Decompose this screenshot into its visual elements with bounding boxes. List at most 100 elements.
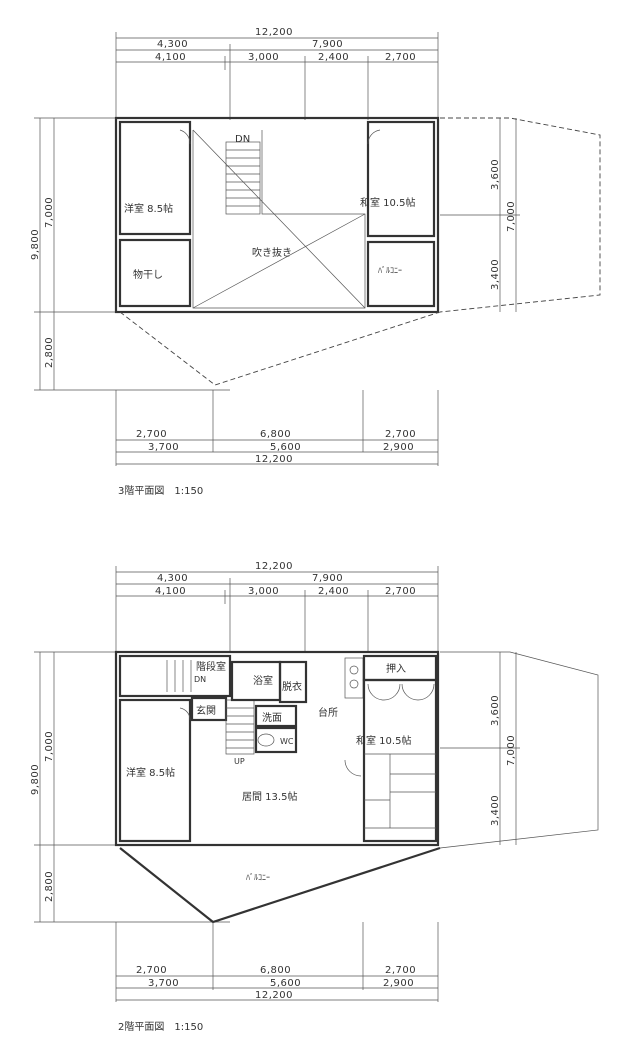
floor3-dim-top-a: 4,300 bbox=[157, 39, 188, 50]
floor3-dim-bottom-a: 2,700 bbox=[136, 429, 167, 440]
floor2-door-arc-kitchen bbox=[344, 759, 362, 777]
floor2-dim-left-outer: 9,800 bbox=[30, 764, 41, 795]
floor2-label-wash: 洗面 bbox=[262, 712, 282, 724]
floor2-dim-top-a: 4,300 bbox=[157, 573, 188, 584]
floor3-label-drying: 物干し bbox=[133, 268, 163, 281]
floor3-left-dimensions: 9,800 7,000 2,800 bbox=[30, 117, 230, 391]
floor2-dim-top-f: 2,700 bbox=[385, 586, 416, 597]
floor2-dim-right-lower: 3,400 bbox=[490, 795, 501, 826]
floor2-kitchen-counter bbox=[344, 657, 364, 699]
floor3-door-arc-left bbox=[179, 129, 191, 145]
floor2-label-western: 洋室 8.5帖 bbox=[126, 766, 175, 779]
floor2-stove-burner-2 bbox=[349, 679, 359, 689]
floor3-stair bbox=[225, 141, 261, 215]
floor2-label-bath: 浴室 bbox=[253, 674, 273, 687]
floor2-top-dimensions: 12,200 4,300 7,900 4,100 3,000 2,400 2,7… bbox=[115, 561, 439, 652]
floor3-balcony-lower-outline bbox=[119, 311, 441, 386]
floor3-dim-left-inner: 7,000 bbox=[44, 197, 55, 228]
floor2-label-dressing: 脱衣 bbox=[282, 680, 302, 693]
floor3-drying-room bbox=[118, 238, 192, 308]
floor2-label-kitchen: 台所 bbox=[318, 706, 338, 719]
floor2-dim-bottom-b: 6,800 bbox=[260, 965, 291, 976]
floor2-tatami-lines bbox=[364, 753, 436, 829]
floor3-outer-wall bbox=[114, 116, 440, 314]
floor2-dim-top-e: 2,400 bbox=[318, 586, 349, 597]
floor3-western-room bbox=[118, 120, 192, 236]
floor3-dim-left-lower: 2,800 bbox=[44, 337, 55, 368]
floor2-dressing bbox=[278, 660, 308, 704]
floor2-label-storage: 階段室 bbox=[196, 660, 226, 673]
floor2-label-dn: DN bbox=[194, 675, 206, 684]
floor3-dim-right-total: 7,000 bbox=[506, 201, 517, 232]
floor2-closet-doors bbox=[367, 683, 435, 701]
floor2-dim-left-lower: 2,800 bbox=[44, 871, 55, 902]
floor3-dim-bottom-total: 12,200 bbox=[255, 454, 293, 465]
floor3-dim-top-d: 3,000 bbox=[248, 52, 279, 63]
floor3-bottom-dimensions: 2,700 6,800 2,700 3,700 5,600 2,900 12,2… bbox=[115, 390, 439, 466]
floor2-plan: 12,200 4,300 7,900 4,100 3,000 2,400 2,7… bbox=[30, 561, 599, 1033]
floor3-dim-bottom-f: 2,900 bbox=[383, 442, 414, 453]
floor2-western-room bbox=[118, 698, 192, 843]
floor2-right-dimensions: 3,600 3,400 7,000 bbox=[440, 652, 520, 845]
floor2-dim-left-inner: 7,000 bbox=[44, 731, 55, 762]
floor2-label-entrance: 玄関 bbox=[196, 704, 216, 717]
floor2-wc bbox=[254, 726, 298, 754]
floor2-dim-bottom-d: 3,700 bbox=[148, 978, 179, 989]
floor2-label-closet: 押入 bbox=[386, 662, 406, 675]
floor3-balcony-right-outline bbox=[439, 117, 601, 313]
floor3-void bbox=[192, 129, 366, 309]
floor3-label-void: 吹き抜き bbox=[252, 246, 292, 259]
floor2-wash bbox=[254, 704, 298, 728]
floor3-dim-bottom-c: 2,700 bbox=[385, 429, 416, 440]
floor3-dim-total-top: 12,200 bbox=[255, 27, 293, 38]
floor3-dim-right-lower: 3,400 bbox=[490, 259, 501, 290]
floor3-dim-bottom-b: 6,800 bbox=[260, 429, 291, 440]
floor3-label-balcony: ﾊﾞﾙｺﾆｰ bbox=[378, 266, 402, 275]
floor3-dim-top-b: 7,900 bbox=[312, 39, 343, 50]
floor2-left-dimensions: 9,800 7,000 2,800 bbox=[30, 651, 230, 923]
floor3-dim-bottom-e: 5,600 bbox=[270, 442, 301, 453]
floor3-plan: 12,200 4,300 7,900 4,100 3,000 2,400 2,7… bbox=[30, 27, 601, 497]
floor2-outer-wall bbox=[114, 650, 440, 847]
floor2-stove-burner-1 bbox=[349, 665, 359, 675]
floor2-label-balcony: ﾊﾞﾙｺﾆｰ bbox=[246, 873, 270, 882]
floor2-dim-bottom-a: 2,700 bbox=[136, 965, 167, 976]
floor2-label-living: 居間 13.5帖 bbox=[242, 790, 297, 803]
floor2-dim-right-upper: 3,600 bbox=[490, 695, 501, 726]
floor3-caption: 3階平面図 1:150 bbox=[118, 485, 203, 497]
floor3-dim-bottom-d: 3,700 bbox=[148, 442, 179, 453]
floor3-top-dimensions: 12,200 4,300 7,900 4,100 3,000 2,400 2,7… bbox=[115, 27, 439, 120]
floor2-toilet-bowl bbox=[257, 733, 275, 747]
floor2-caption: 2階平面図 1:150 bbox=[118, 1021, 203, 1033]
floor3-right-dimensions: 3,600 3,400 7,000 bbox=[440, 118, 520, 312]
floor3-door-arc-right bbox=[367, 129, 381, 145]
floor2-label-wc: WC bbox=[280, 737, 294, 746]
floor2-label-up: UP bbox=[234, 757, 245, 766]
floor2-stair-room bbox=[118, 654, 232, 698]
floor2-door-arc-western bbox=[179, 707, 191, 721]
floor3-label-dn: DN bbox=[235, 134, 250, 145]
floor2-stair-top bbox=[166, 660, 192, 692]
floor2-dim-top-c: 4,100 bbox=[155, 586, 186, 597]
floor2-dim-top-b: 7,900 bbox=[312, 573, 343, 584]
floor3-balcony-room bbox=[366, 240, 436, 308]
floor3-japanese-room bbox=[366, 120, 436, 238]
floor2-label-japanese: 和室 10.5帖 bbox=[356, 734, 411, 747]
floor3-dim-top-c: 4,100 bbox=[155, 52, 186, 63]
floor2-balcony-right-outline bbox=[439, 651, 599, 849]
floor3-dim-top-e: 2,400 bbox=[318, 52, 349, 63]
floor3-label-western: 洋室 8.5帖 bbox=[124, 202, 173, 215]
floor3-dim-top-f: 2,700 bbox=[385, 52, 416, 63]
floor2-dim-bottom-f: 2,900 bbox=[383, 978, 414, 989]
floor2-balcony-lower-outline bbox=[119, 846, 441, 924]
floor3-dim-right-upper: 3,600 bbox=[490, 159, 501, 190]
floor3-dim-left-outer: 9,800 bbox=[30, 229, 41, 260]
floor3-label-japanese: 和室 10.5帖 bbox=[360, 196, 415, 209]
floor2-japanese-room bbox=[362, 678, 438, 843]
floor2-dim-right-total: 7,000 bbox=[506, 735, 517, 766]
floor2-dim-bottom-total: 12,200 bbox=[255, 990, 293, 1001]
floor2-bottom-dimensions: 2,700 6,800 2,700 3,700 5,600 2,900 12,2… bbox=[115, 922, 439, 1002]
floor2-dim-bottom-e: 5,600 bbox=[270, 978, 301, 989]
floor2-dim-top-d: 3,000 bbox=[248, 586, 279, 597]
